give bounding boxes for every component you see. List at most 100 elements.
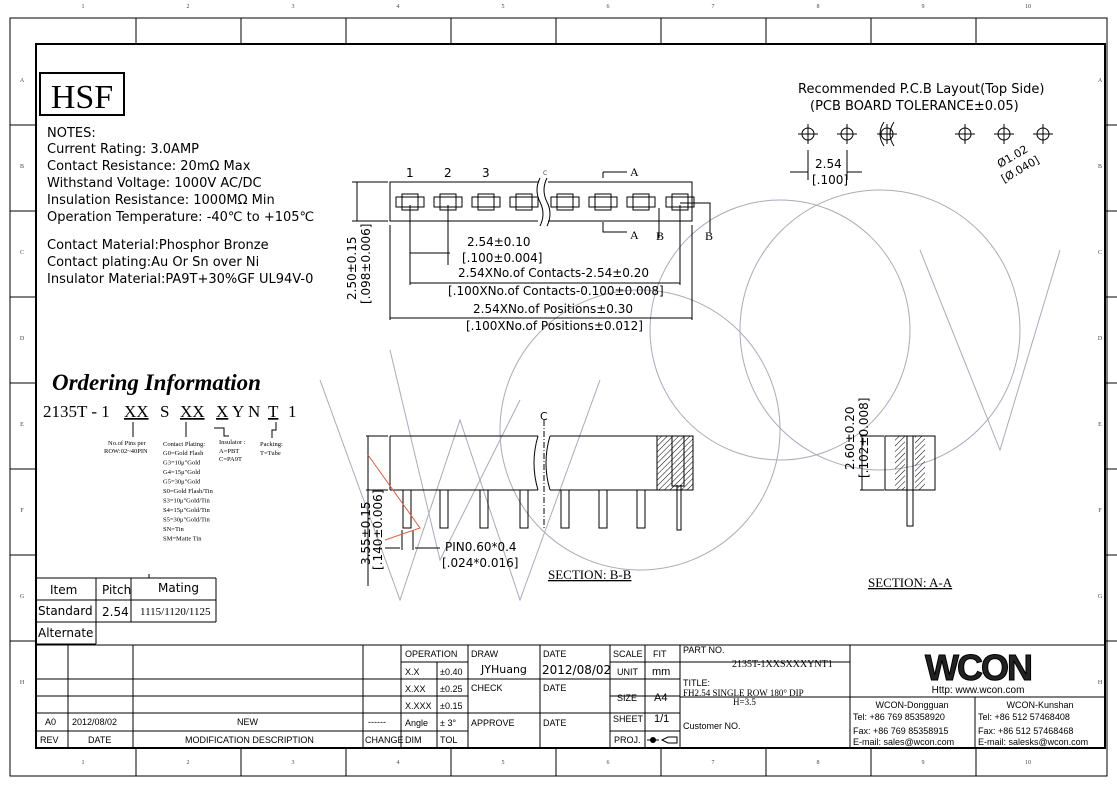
revision-block: A0 2012/08/02 NEW ------ REV DATE MODIFI… <box>36 644 1105 748</box>
mating-row-alternate: Alternate <box>38 626 93 640</box>
material-line: Contact plating:Au Or Sn over Ni <box>47 255 259 270</box>
revision-header-change: CHANGE <box>365 735 404 745</box>
note-line: Insulation Resistance: 1000MΩ Min <box>47 193 275 208</box>
note-line: Contact Resistance: 20mΩ Max <box>47 159 251 174</box>
plating-option: G5=30μ"Gold <box>163 479 201 486</box>
packing-title: Packing: <box>260 441 283 448</box>
title-line-1: FH2.54 SINGLE ROW 180° DIP <box>683 688 804 698</box>
height-dimension: 2.50±0.15 <box>345 237 359 301</box>
code-pins: XX <box>124 402 149 421</box>
pin-outline <box>519 490 529 529</box>
outer-border <box>9 17 1108 777</box>
frame-row-label: F <box>1098 508 1102 514</box>
code-insulator: X <box>216 402 228 421</box>
contact-outline <box>626 196 656 208</box>
dim-tolerance: TOL <box>440 735 457 745</box>
pcb-pitch: 2.54 <box>815 157 842 171</box>
top-view: 1 2 3 C A A B B 2.50±0.15 [.098±0.006] 2… <box>345 165 713 333</box>
drawer-name: JYHuang <box>480 663 527 676</box>
frame-row-label: E <box>1098 422 1102 428</box>
draw-date-label: DATE <box>543 649 566 659</box>
contact-outline <box>550 196 580 208</box>
note-line: Operation Temperature: -40℃ to +105℃ <box>47 210 314 225</box>
pcb-layout: Recommended P.C.B Layout(Top Side) (PCB … <box>790 82 1053 187</box>
approve-label: APPROVE <box>471 718 515 728</box>
kunshan-fax: Fax: +86 512 57468468 <box>978 726 1073 736</box>
section-aa-view: 2.60±0.20 [.102±0.008] SECTION: A-A <box>843 398 953 591</box>
revision-date: 2012/08/02 <box>72 717 117 727</box>
title-label: TITLE: <box>683 678 710 688</box>
part-number: 2135T-1XXSXXXYNT1 <box>732 659 833 670</box>
centerline-mark: C <box>540 410 548 423</box>
code-s: S <box>160 402 169 421</box>
wcon-watermark <box>319 189 1061 602</box>
dim-label: Angle <box>405 718 428 728</box>
frame-column-label: 2 <box>187 4 190 10</box>
frame-column-label: 6 <box>607 4 610 10</box>
plating-option: S3=10μ"Gold/Tin <box>163 498 211 505</box>
scale-label: SCALE <box>613 649 643 659</box>
contacts-dimension-in: [.100XNo.of Contacts-0.100±0.008] <box>448 284 664 298</box>
revision-header-date: DATE <box>88 735 111 745</box>
kunshan-tel: Tel: +86 512 57468408 <box>978 712 1070 722</box>
plating-option: S0=Gold Flash/Tin <box>163 488 214 495</box>
frame-row-label: F <box>20 508 24 514</box>
section-aa-label: SECTION: A-A <box>868 575 953 590</box>
mating-header-item: Item <box>50 583 77 597</box>
dongguan-tel: Tel: +86 769 85358920 <box>853 712 945 722</box>
part-no-label: PART NO. <box>683 645 725 655</box>
dongguan-fax: Fax: +86 769 85358915 <box>853 726 948 736</box>
section-a-marker: A <box>630 165 639 179</box>
check-label: CHECK <box>471 683 503 693</box>
code-packing: T <box>268 402 279 421</box>
aa-height-dimension-in: [.102±0.008] <box>857 398 871 479</box>
dongguan-name: WCON-Dongguan <box>875 700 948 710</box>
revision-description: NEW <box>237 717 259 727</box>
draw-label: DRAW <box>471 649 499 659</box>
scale-value: FIT <box>653 649 667 659</box>
frame-column-label: 9 <box>922 4 925 10</box>
sheet-value: 1/1 <box>654 713 669 725</box>
frame-column-label: 7 <box>712 4 715 10</box>
pin-number: 2 <box>444 166 452 180</box>
mating-standard-pitch: 2.54 <box>102 605 129 619</box>
plating-option: G3=10μ"Gold <box>163 460 201 467</box>
mating-header-mating: Mating <box>158 581 199 595</box>
insulator-option: C=PA9T <box>219 456 242 463</box>
section-bb-label: SECTION: B-B <box>548 567 632 582</box>
material-line: Contact Material:Phosphor Bronze <box>47 238 269 253</box>
plating-option: S4=15μ"Gold/Tin <box>163 507 211 514</box>
frame-row-label: D <box>20 336 25 342</box>
material-line: Insulator Material:PA9T+30%GF UL94V-0 <box>47 272 313 287</box>
pin-outline <box>479 490 489 529</box>
pin-outline <box>402 490 412 529</box>
plating-title: Contact Plating: <box>163 441 205 448</box>
frame-row-label: C <box>20 250 24 256</box>
code-n: N <box>248 402 260 421</box>
code-prefix: 2135T - 1 <box>43 402 110 421</box>
ordering-title: Ordering Information <box>52 370 261 395</box>
mating-table: Item Pitch Mating Standard 2.54 1115/112… <box>36 574 217 645</box>
frame-column-label: 2 <box>187 760 190 766</box>
kunshan-email: E-mail: salesks@wcon.com <box>978 737 1088 747</box>
frame-row-label: G <box>20 594 25 600</box>
company-block: WCON Http: www.wcon.com WCON-Dongguan Te… <box>853 647 1088 748</box>
pitch-dimension-in: [.100±0.004] <box>462 251 543 265</box>
projection-symbol-icon <box>647 736 678 744</box>
frame-row-label: B <box>20 164 24 170</box>
customer-no-label: Customer NO. <box>683 721 741 731</box>
size-value: A4 <box>654 692 667 704</box>
notes: NOTES: Current Rating: 3.0AMP Contact Re… <box>47 126 314 287</box>
revision-change: ------ <box>368 717 386 727</box>
note-line: Current Rating: 3.0AMP <box>47 142 199 157</box>
operation-label: OPERATION <box>405 649 457 659</box>
unit-value: mm <box>652 666 670 678</box>
pcb-tolerance: (PCB BOARD TOLERANCE±0.05) <box>810 99 1019 114</box>
centerline-mark: C <box>543 170 547 177</box>
dim-tolerance: ±0.15 <box>440 701 462 711</box>
frame-column-label: 3 <box>292 4 295 10</box>
frame-column-label: 4 <box>397 760 400 766</box>
frame-column-label: 5 <box>502 4 505 10</box>
